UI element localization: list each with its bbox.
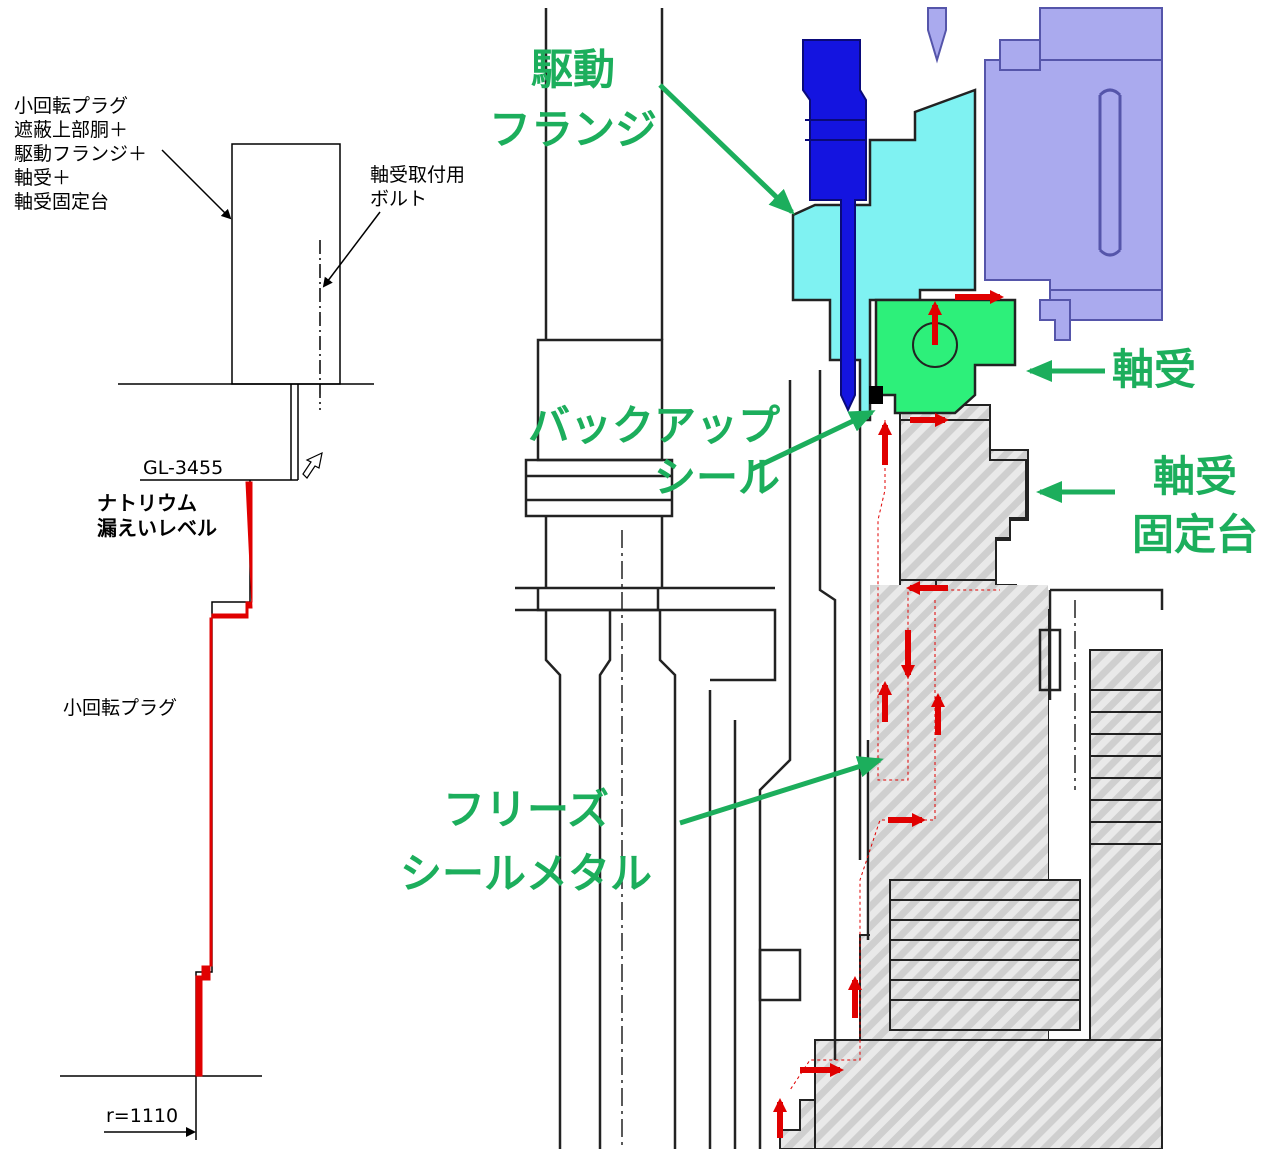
- fins-lower: [890, 899, 1080, 1001]
- backup-seal-label: バックアップ シール: [527, 401, 780, 502]
- upper-structure: [984, 59, 1163, 301]
- upper-hook: [1039, 299, 1071, 341]
- radius-label: r=1110: [106, 1105, 179, 1127]
- right-gap-area: [1050, 300, 1162, 600]
- lower-body: [814, 1039, 1163, 1149]
- drive-flange: [791, 88, 977, 422]
- label-leaders: [658, 83, 1115, 826]
- assembly-leader-line: [161, 149, 232, 220]
- upper-ridge: [999, 39, 1041, 71]
- plug-label: 小回転プラグ: [63, 697, 178, 719]
- narrow-gap-channel: [290, 384, 299, 480]
- upper-post: [1098, 88, 1122, 257]
- plug-outline: [195, 480, 251, 1076]
- sodium-leak-path-red: [195, 481, 253, 1077]
- freeze-seal-label: フリーズ シールメタル: [399, 785, 652, 898]
- bearing: [874, 298, 1017, 415]
- flange-inner-wall: [899, 419, 1027, 581]
- hollow-flow-arrow: [302, 451, 323, 479]
- gl-label: GL-3455: [143, 457, 224, 479]
- column-outlines: [515, 8, 1164, 1149]
- drive-flange-label: 駆動 フランジ: [488, 45, 657, 154]
- flow-arrows: [773, 290, 1004, 1138]
- drive-bolt: [802, 39, 867, 413]
- bolt-leader-line: [322, 211, 381, 288]
- assembly-label: 小回転プラグ 遮蔽上部胴＋ 駆動フランジ＋ 軸受＋ 軸受固定台: [14, 95, 148, 213]
- leak-level-label: ナトリウム 漏えいレベル: [97, 491, 217, 540]
- left-schematic: [60, 143, 381, 1140]
- upper-structure-top: [1039, 7, 1163, 61]
- bearing-base-label: 軸受 固定台: [1131, 452, 1258, 559]
- bolt-label: 軸受取付用 ボルト: [370, 164, 466, 210]
- assembly-block: [231, 143, 341, 385]
- fins-upper: [1090, 689, 1162, 845]
- cross-section: [515, 7, 1164, 1149]
- fin-block-lower: [889, 879, 1081, 1031]
- leak-path-trace: [789, 420, 1000, 1091]
- backup-seal: [869, 386, 883, 404]
- upper-pin: [927, 7, 947, 64]
- bearing-label: 軸受: [1112, 345, 1197, 394]
